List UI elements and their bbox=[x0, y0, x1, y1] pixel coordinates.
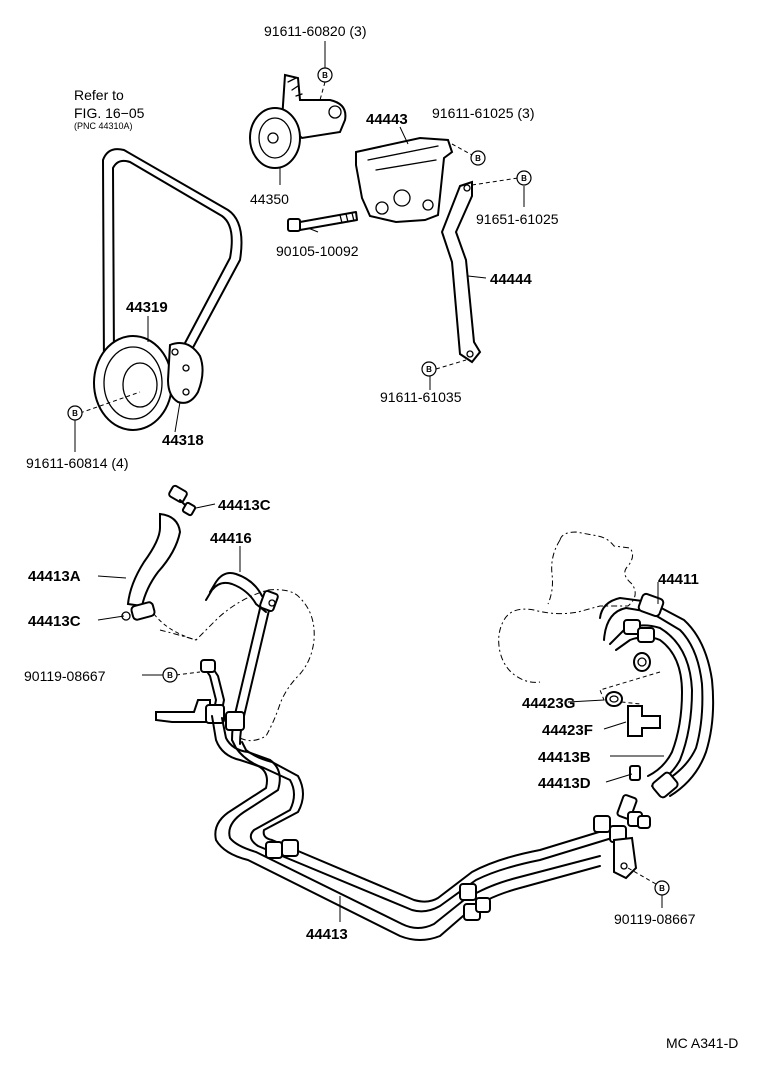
long-bolt bbox=[287, 211, 358, 232]
label-bolt-90105-10092: 90105-10092 bbox=[276, 243, 359, 259]
union-fittings bbox=[623, 619, 655, 672]
leader-lines bbox=[74, 41, 664, 922]
label-bracket-44443: 44443 bbox=[366, 111, 408, 128]
pressure-hose-44411 bbox=[599, 592, 715, 799]
label-bolt-91611-61025: 91611-61025 (3) bbox=[432, 105, 534, 121]
tube-bracket-left bbox=[155, 699, 245, 731]
hose-to-engine-dashline bbox=[153, 613, 197, 641]
engine-outline-left bbox=[159, 589, 315, 742]
label-tube-44413: 44413 bbox=[306, 926, 348, 943]
b-marker: B bbox=[421, 361, 437, 377]
hose-clamp-mid bbox=[121, 601, 156, 621]
svg-text:B: B bbox=[72, 409, 78, 418]
label-refer-fig: FIG. 16−05 bbox=[74, 105, 145, 121]
label-hose-44411: 44411 bbox=[658, 571, 699, 588]
b-marker: B bbox=[470, 150, 486, 166]
b-marker: B bbox=[67, 405, 83, 421]
label-hose-44413A: 44413A bbox=[28, 568, 81, 585]
label-hose-44413B: 44413B bbox=[538, 749, 591, 766]
label-bolt-90119-left: 90119-08667 bbox=[24, 668, 106, 684]
diagram-code: MC A341-D bbox=[666, 1035, 738, 1051]
svg-text:B: B bbox=[521, 174, 527, 183]
hose-clamp-top bbox=[168, 484, 197, 517]
b-marker: B bbox=[162, 667, 178, 683]
label-hose-44413D: 44413D bbox=[538, 775, 591, 792]
pulley bbox=[93, 335, 173, 431]
label-hose-44413C-top: 44413C bbox=[218, 497, 271, 514]
b-marker: B bbox=[654, 880, 670, 896]
label-refer-pnc: (PNC 44310A) bbox=[74, 121, 133, 131]
label-bolt-91611-61035: 91611-61035 bbox=[380, 389, 462, 405]
gasket bbox=[605, 691, 623, 707]
tube-bracket-right bbox=[613, 811, 651, 880]
pulley-flange bbox=[166, 342, 204, 404]
label-refer-to: Refer to bbox=[74, 87, 124, 103]
label-bolt-91651-61025: 91651-61025 bbox=[476, 211, 559, 227]
svg-text:B: B bbox=[426, 365, 432, 374]
label-hose-44413C-mid: 44413C bbox=[28, 613, 81, 630]
b-marker: B bbox=[516, 170, 532, 186]
engine-outline-right bbox=[498, 531, 636, 683]
label-flange-44318: 44318 bbox=[162, 432, 204, 449]
union-bolt bbox=[627, 705, 661, 737]
label-tube-44416: 44416 bbox=[210, 530, 252, 547]
svg-text:B: B bbox=[322, 71, 328, 80]
label-bolt-91611-60814: 91611-60814 (4) bbox=[26, 455, 128, 471]
svg-text:B: B bbox=[167, 671, 173, 680]
stay-bracket bbox=[440, 180, 482, 364]
svg-text:B: B bbox=[659, 884, 665, 893]
svg-text:B: B bbox=[475, 154, 481, 163]
label-bolt-90119-right: 90119-08667 bbox=[614, 911, 696, 927]
bracket bbox=[355, 136, 454, 224]
label-gasket-44423G: 44423G bbox=[522, 695, 575, 712]
tube-clamps bbox=[265, 815, 627, 921]
label-idler-44350: 44350 bbox=[250, 191, 289, 207]
b-marker: B bbox=[317, 67, 333, 83]
label-pulley-44319: 44319 bbox=[126, 299, 168, 316]
label-stay-44444: 44444 bbox=[490, 271, 532, 288]
rubber-hose-44413A bbox=[126, 512, 182, 608]
idler-pulley bbox=[249, 73, 347, 169]
label-bolt-91611-60820: 91611-60820 (3) bbox=[264, 23, 366, 39]
label-union-44423F: 44423F bbox=[542, 722, 593, 739]
